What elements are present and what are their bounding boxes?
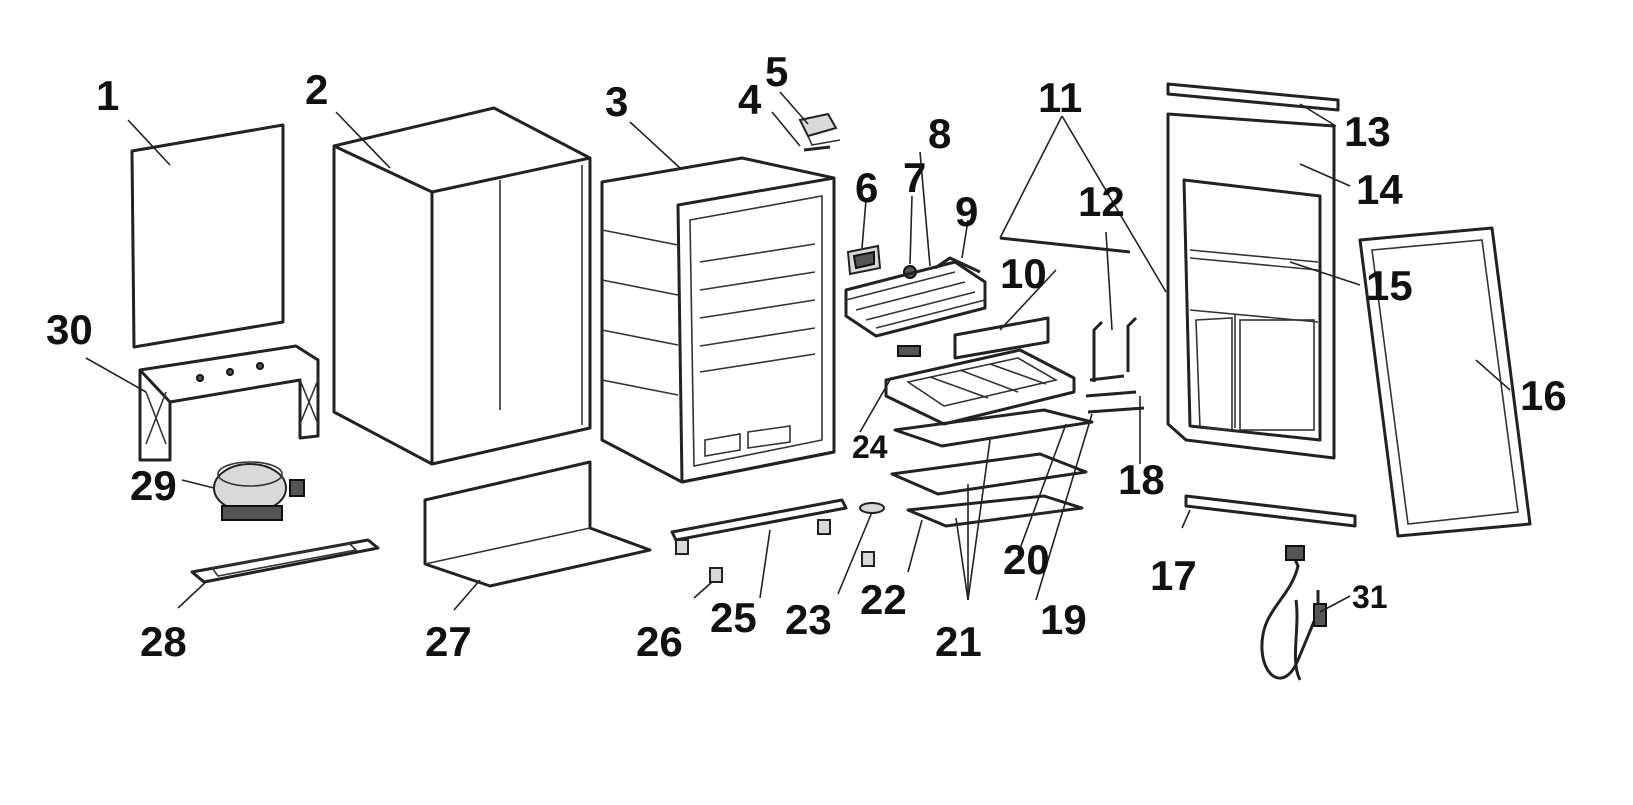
callout-26: 26	[636, 618, 683, 665]
callout-5: 5	[765, 48, 788, 95]
callout-9: 9	[955, 188, 978, 235]
part-drip-plate	[953, 316, 1050, 360]
part-light-cover	[846, 244, 882, 276]
callout-8: 8	[928, 110, 951, 157]
callout-18: 18	[1118, 456, 1165, 503]
callout-1: 1	[96, 72, 119, 119]
part-ice-tray	[884, 345, 1076, 426]
callout-7: 7	[903, 154, 926, 201]
callout-10: 10	[1000, 250, 1047, 297]
leader-lines	[85, 91, 1511, 613]
callout-21: 21	[935, 618, 982, 665]
callout-2: 2	[305, 66, 328, 113]
part-feet	[675, 519, 875, 583]
callout-15: 15	[1366, 262, 1413, 309]
part-compressor	[213, 461, 305, 521]
part-power-cord	[1260, 545, 1327, 681]
part-door-liner	[1166, 112, 1336, 460]
part-wire	[999, 236, 1131, 254]
part-inner-liner	[600, 156, 836, 484]
callout-4: 4	[738, 76, 762, 123]
part-shelf-glass	[893, 408, 1094, 448]
callout-24: 24	[852, 429, 888, 465]
callout-22: 22	[860, 576, 907, 623]
callout-6: 6	[855, 164, 878, 211]
part-compressor-base	[190, 538, 380, 584]
callout-25: 25	[710, 594, 757, 641]
callout-28: 28	[140, 618, 187, 665]
part-bottom-plate	[423, 460, 652, 588]
callout-20: 20	[1003, 536, 1050, 583]
part-hinge-wires	[1089, 316, 1138, 382]
callout-16: 16	[1520, 372, 1567, 419]
callout-labels: 1 2 3 4 5 6 7 8 9 10 11 12 13 14 15 16 1…	[46, 48, 1567, 665]
callout-23: 23	[785, 596, 832, 643]
callout-19: 19	[1040, 596, 1087, 643]
part-back-frame	[138, 344, 320, 462]
callout-17: 17	[1150, 552, 1197, 599]
part-bottom-hinge-bar	[1184, 494, 1357, 528]
part-knob-bracket	[803, 145, 831, 152]
part-clip	[1085, 390, 1137, 398]
part-front-bar	[670, 498, 848, 542]
part-leveling-clip	[859, 502, 885, 514]
callout-30: 30	[46, 306, 93, 353]
callout-31: 31	[1352, 579, 1388, 615]
part-thermostat-knob	[798, 112, 841, 146]
part-evaporator	[844, 256, 987, 338]
part-pin	[1087, 406, 1145, 414]
callout-12: 12	[1078, 178, 1125, 225]
callout-29: 29	[130, 462, 177, 509]
callout-27: 27	[425, 618, 472, 665]
part-door-gasket	[1358, 226, 1532, 538]
callout-11: 11	[1038, 74, 1082, 121]
callout-14: 14	[1356, 166, 1403, 213]
part-outer-cabinet	[332, 106, 592, 466]
part-shelf-mid	[890, 452, 1088, 496]
part-top-hinge-bar	[1166, 82, 1340, 112]
callout-13: 13	[1344, 108, 1391, 155]
callout-3: 3	[605, 78, 628, 125]
part-rear-panel	[130, 123, 285, 349]
part-shelf-bottom	[906, 494, 1084, 528]
